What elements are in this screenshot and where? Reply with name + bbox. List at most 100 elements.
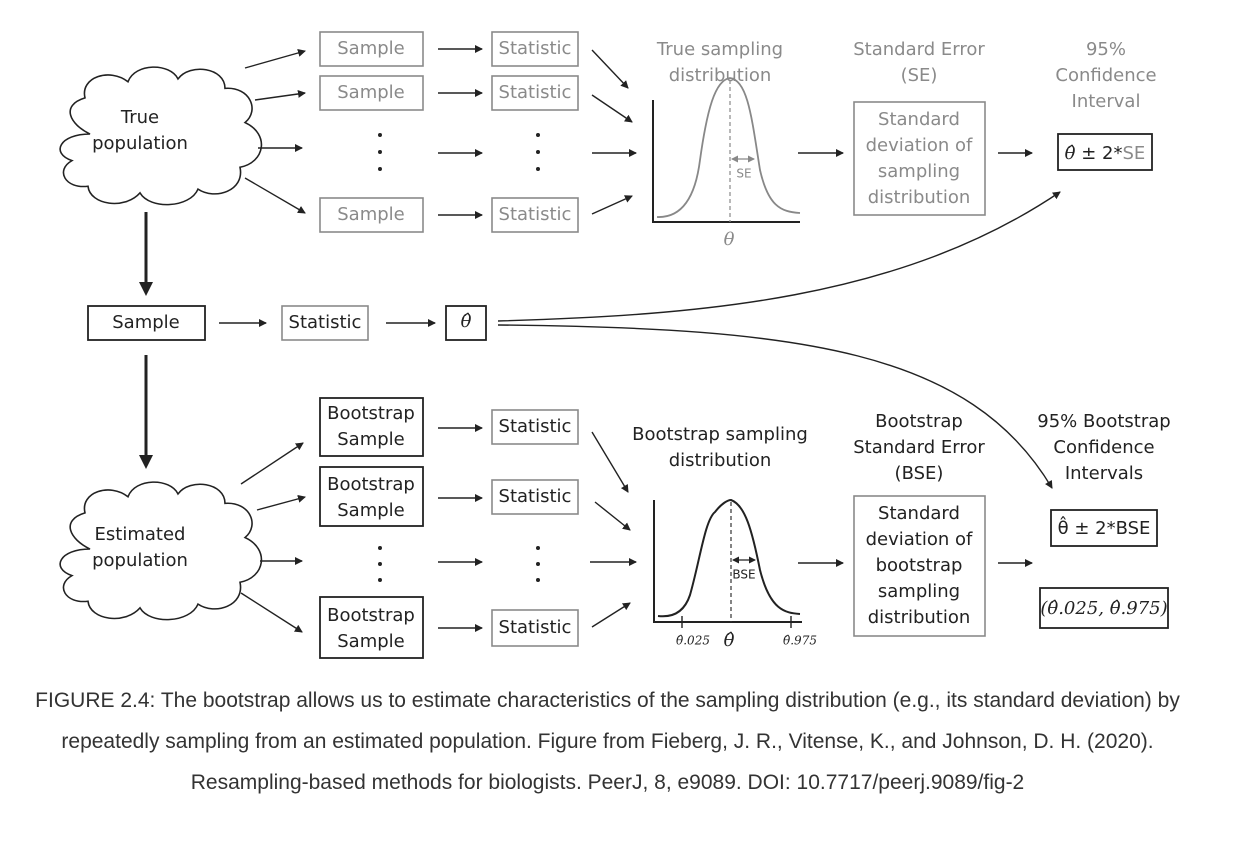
curve xyxy=(656,77,801,218)
true-sample-n: Sample xyxy=(319,197,424,233)
true-statistic-1: Statistic xyxy=(491,31,579,67)
arrowhead xyxy=(139,455,153,469)
ci-title-line2: Confidence xyxy=(1055,65,1156,86)
bootstrap-sample-n: Bootstrap Sample xyxy=(319,596,424,659)
figure-caption: FIGURE 2.4: The bootstrap allows us to e… xyxy=(35,689,1180,794)
estimated-population-label-line1: Estimated xyxy=(95,524,186,545)
bootstrap-sample-ellipsis xyxy=(378,546,382,582)
bse-box-line: distribution xyxy=(868,607,971,628)
bootstrap-diagram: True population Sample Sample Sample Sta… xyxy=(59,31,1171,659)
true-statistic-2: Statistic xyxy=(491,75,579,111)
sample-label: Sample xyxy=(337,38,405,59)
bootstrap-statistic-1: Statistic xyxy=(491,409,579,445)
arrow xyxy=(240,592,303,633)
bootstrap-sample-label: Sample xyxy=(337,500,405,521)
estimated-to-bootstrap-arrows xyxy=(240,442,306,633)
se-box-line: sampling xyxy=(878,161,960,182)
bootstrap-ci-title-line1: 95% Bootstrap xyxy=(1037,411,1170,432)
bootstrap-ci-formula-2-box: (θ̂.025, θ̂.975) xyxy=(1039,587,1169,629)
true-sample-ellipsis xyxy=(378,133,382,171)
sample-label: Sample xyxy=(337,82,405,103)
arrow xyxy=(594,501,631,531)
bse-box-line: bootstrap xyxy=(876,555,963,576)
estimate-box: θ̂ xyxy=(445,305,487,341)
bootstrap-ci-title-line2: Confidence xyxy=(1053,437,1154,458)
se-title-line2: (SE) xyxy=(901,65,938,86)
bootstrap-sample-to-statistic-arrows xyxy=(438,424,483,632)
bootstrap-sample-label: Bootstrap xyxy=(327,474,415,495)
bootstrap-ci-formula-2: (θ̂.025, θ̂.975) xyxy=(1040,598,1167,619)
se-title-line1: Standard Error xyxy=(853,39,985,60)
estimated-population-label-line2: population xyxy=(92,550,188,571)
observed-sample-box: Sample xyxy=(87,305,206,341)
arrow xyxy=(244,177,306,214)
bootstrap-sample-label: Bootstrap xyxy=(327,403,415,424)
arrow xyxy=(591,94,633,123)
ci-formula-box: θ̂ ± 2*SE xyxy=(1057,133,1153,171)
bse-box-line: Standard xyxy=(878,503,960,524)
bootstrap-ci-title-line3: Intervals xyxy=(1065,463,1143,484)
bootstrap-ci-formula-1-box: θ̂ ± 2*BSE xyxy=(1050,509,1158,547)
tick-label-high: θ̂.975 xyxy=(783,634,817,648)
axes xyxy=(652,100,800,223)
arrow xyxy=(244,49,306,69)
arrow xyxy=(240,442,304,485)
bootstrap-sample-label: Sample xyxy=(337,631,405,652)
true-population-label-line1: True xyxy=(120,107,159,128)
se-label: SE xyxy=(736,167,751,181)
bootstrap-statistic-to-distribution-arrows xyxy=(590,431,637,628)
bootstrap-sampling-distribution-plot: BSE θ̂.025 θ̂ θ̂.975 xyxy=(653,498,817,651)
bse-label: BSE xyxy=(732,568,755,582)
true-dist-title-line2: distribution xyxy=(669,65,772,86)
bse-title-line2: Standard Error xyxy=(853,437,985,458)
estimate-to-bootstrap-ci-curve xyxy=(497,324,1053,489)
curve xyxy=(657,498,801,618)
statistic-label: Statistic xyxy=(499,82,572,103)
true-statistic-ellipsis xyxy=(536,133,540,171)
observed-statistic-box: Statistic xyxy=(281,305,369,341)
arrow xyxy=(591,49,629,89)
ci-title-line3: Interval xyxy=(1072,91,1141,112)
arrow xyxy=(256,494,306,511)
estimated-population-cloud: Estimated population xyxy=(59,481,263,621)
tick-label-center: θ̂ xyxy=(724,630,735,651)
statistic-label: Statistic xyxy=(499,486,572,507)
bootstrap-sample-label: Bootstrap xyxy=(327,605,415,626)
se-box-line: distribution xyxy=(868,187,971,208)
theta-hat-label: θ̂ xyxy=(461,311,472,332)
statistic-label: Statistic xyxy=(499,38,572,59)
true-dist-title-line1: True sampling xyxy=(656,39,783,60)
bse-box-line: sampling xyxy=(878,581,960,602)
sample-to-statistic-arrows xyxy=(438,45,483,219)
bootstrap-sample-2: Bootstrap Sample xyxy=(319,466,424,527)
estimate-to-ci-curve xyxy=(497,191,1061,322)
se-box: Standard deviation of sampling distribut… xyxy=(853,101,986,216)
bootstrap-dist-title-line1: Bootstrap sampling xyxy=(632,424,808,445)
bootstrap-sample-1: Bootstrap Sample xyxy=(319,397,424,457)
arrowhead xyxy=(139,282,153,296)
theta-label: θ xyxy=(724,229,735,250)
bootstrap-ci-formula-1: θ̂ ± 2*BSE xyxy=(1058,516,1151,539)
statistic-label: Statistic xyxy=(499,617,572,638)
true-sample-1: Sample xyxy=(319,31,424,67)
axes xyxy=(653,500,802,623)
statistic-label: Statistic xyxy=(499,204,572,225)
bootstrap-dist-title-line2: distribution xyxy=(669,450,772,471)
se-box-line: Standard xyxy=(878,109,960,130)
arrow xyxy=(254,90,306,101)
true-population-cloud: True population xyxy=(59,66,263,206)
arrow xyxy=(591,602,631,628)
true-sampling-distribution-plot: SE θ xyxy=(652,77,801,250)
sample-label: Sample xyxy=(337,204,405,225)
bootstrap-statistic-2: Statistic xyxy=(491,479,579,515)
bse-box: Standard deviation of bootstrap sampling… xyxy=(853,495,986,637)
tick-label-low: θ̂.025 xyxy=(676,634,710,648)
bootstrap-statistic-n: Statistic xyxy=(491,609,579,647)
ci-title-line1: 95% xyxy=(1086,39,1126,60)
observed-statistic-label: Statistic xyxy=(289,312,362,333)
bse-title-line1: Bootstrap xyxy=(875,411,963,432)
bse-box-line: deviation of xyxy=(866,529,973,550)
ci-formula: θ̂ ± 2*SE xyxy=(1065,143,1146,164)
statistic-to-distribution-arrows xyxy=(591,49,637,215)
true-statistic-n: Statistic xyxy=(491,197,579,233)
